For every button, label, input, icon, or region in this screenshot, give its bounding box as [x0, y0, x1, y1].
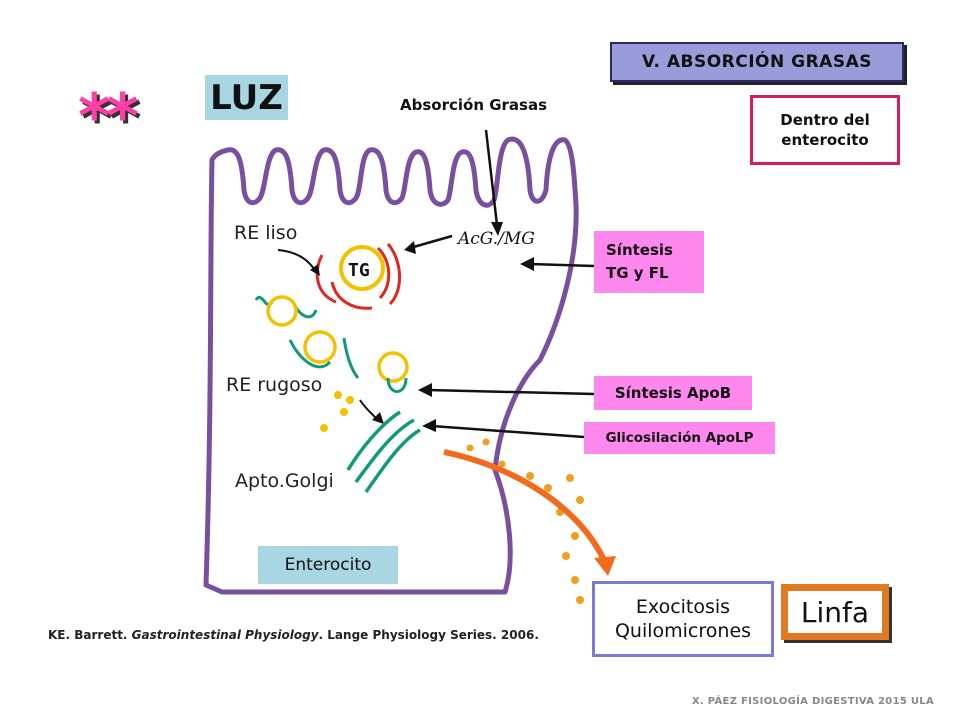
glicosilacion-box: Glicosilación ApoLP — [584, 422, 775, 454]
re-liso-arc-3 — [376, 246, 391, 300]
re-liso-pointer-head — [310, 264, 320, 276]
acg-to-tg-arrow — [409, 234, 453, 250]
sintesis-tg-arrowhead — [520, 257, 534, 271]
sintesis-tg-arrow — [529, 262, 595, 268]
luz-label: LUZ — [205, 75, 288, 120]
cell-membrane — [203, 136, 579, 595]
vesicle-2 — [303, 330, 337, 364]
sintesis-apob-box: Síntesis ApoB — [594, 376, 752, 410]
re-liso-arc-4 — [386, 243, 402, 306]
tg-label: TG — [348, 260, 370, 281]
reference-rest: . Lange Physiology Series. 2006. — [318, 628, 539, 642]
golgi-cisterna-3 — [364, 428, 421, 493]
absorption-arrowhead — [491, 222, 503, 236]
golgi-cisterna-2 — [354, 418, 415, 484]
linfa-label: Linfa — [788, 591, 882, 633]
vesicle-3 — [377, 351, 409, 383]
exocitosis-line2: Quilomicrones — [614, 620, 752, 642]
re-liso-arc-2 — [330, 281, 373, 310]
stars-mark: ** — [78, 80, 139, 153]
reference: KE. Barrett. Gastrointestinal Physiology… — [48, 628, 539, 642]
glicosilacion-arrowhead — [422, 419, 436, 432]
golgi-label: Apto.Golgi — [235, 470, 334, 492]
golgi-pointer-head — [372, 412, 384, 424]
vesicle-1 — [266, 295, 298, 327]
dentro-enterocito-box: Dentro del enterocito — [750, 95, 900, 165]
apob-cup — [386, 377, 408, 393]
sintesis-apob-arrowhead — [418, 383, 432, 397]
reference-authors: KE. Barrett. — [48, 628, 132, 642]
re-rugoso-label: RE rugoso — [226, 374, 323, 396]
re-rugoso-strand-4 — [342, 337, 360, 379]
re-liso-arc-1 — [315, 254, 337, 304]
exocitosis-box: Exocitosis Quilomicrones — [592, 581, 774, 657]
exocytosis-arrowhead — [594, 556, 616, 576]
acg-to-tg-arrowhead — [404, 241, 416, 254]
absorption-arrow — [484, 129, 499, 226]
sintesis-apob-arrow — [427, 388, 595, 396]
re-liso-pointer — [277, 249, 317, 273]
linfa-box: Linfa — [781, 584, 889, 640]
tg-droplet — [339, 245, 385, 291]
exocytosis-arrow — [443, 449, 607, 562]
glicosilacion-arrow — [431, 424, 585, 439]
golgi-cisterna-1 — [346, 410, 401, 471]
re-liso-label: RE liso — [234, 222, 298, 244]
enterocito-label: Enterocito — [258, 546, 398, 584]
re-rugoso-strand-3 — [288, 339, 332, 369]
sintesis-tg-box: Síntesis TG y FL — [594, 231, 704, 293]
reference-book: Gastrointestinal Physiology — [131, 628, 319, 642]
exocitosis-line1: Exocitosis — [635, 596, 731, 618]
absorcion-grasas-label: Absorción Grasas — [400, 96, 548, 114]
footer-credit: X. PÁEZ FISIOLOGÍA DIGESTIVA 2015 ULA — [691, 696, 934, 707]
acg-mg-label: AcG./MG — [456, 229, 535, 249]
slide-title: V. ABSORCIÓN GRASAS — [610, 42, 904, 82]
